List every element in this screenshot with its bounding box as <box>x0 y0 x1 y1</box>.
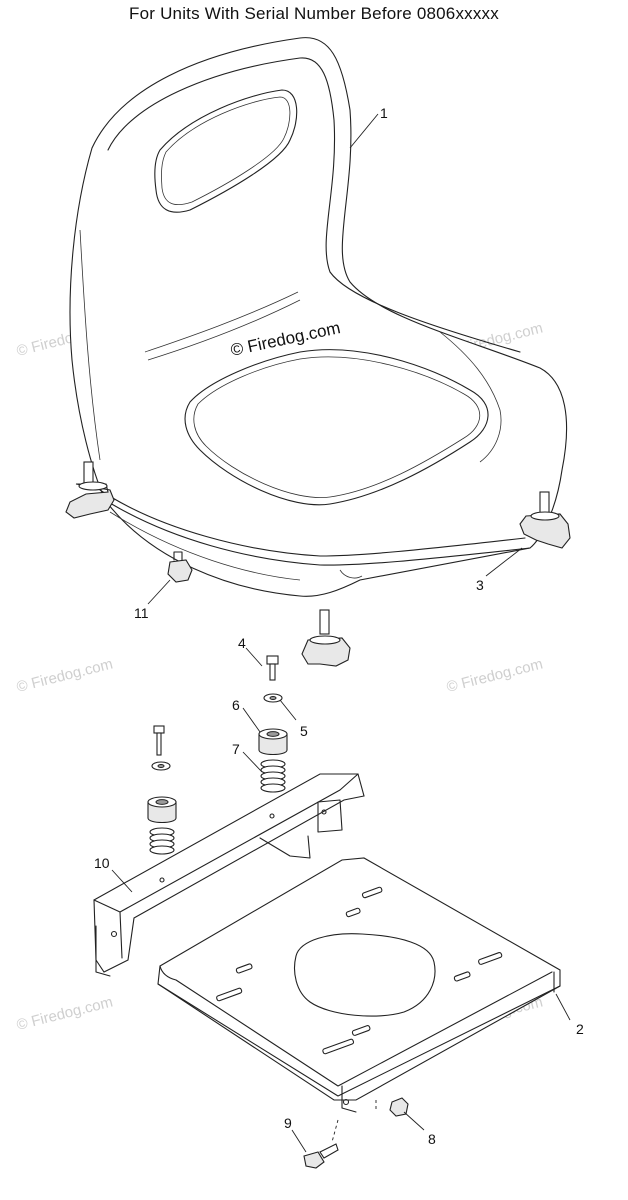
washer <box>151 761 171 771</box>
callout-3: 3 <box>476 577 484 593</box>
nut <box>375 1097 409 1117</box>
bushing <box>258 728 288 756</box>
seat-knob <box>519 491 571 549</box>
clip <box>167 551 193 583</box>
callout-10: 10 <box>94 855 110 871</box>
bolt-flange <box>303 1119 339 1169</box>
page-title: For Units With Serial Number Before 0806… <box>129 4 499 23</box>
watermark-faint: © Firedog.com <box>445 656 545 696</box>
bushing <box>147 796 177 824</box>
seat-knob <box>65 461 115 519</box>
callout-4: 4 <box>238 635 246 651</box>
seat <box>69 37 568 597</box>
watermark-faint: © Firedog.com <box>15 994 115 1034</box>
bolt <box>153 725 165 756</box>
callout-9: 9 <box>284 1115 292 1131</box>
leader-lines <box>111 113 571 1153</box>
callouts: 1 2 3 4 5 6 7 8 9 10 11 <box>94 105 584 1147</box>
callout-2: 2 <box>576 1021 584 1037</box>
callout-11: 11 <box>134 605 149 621</box>
callout-7: 7 <box>232 741 240 757</box>
washer <box>263 693 283 703</box>
callout-5: 5 <box>300 723 308 739</box>
seat-base-plate <box>157 857 561 1113</box>
callout-6: 6 <box>232 697 240 713</box>
spring <box>149 827 175 855</box>
seat-knob <box>301 609 351 667</box>
callout-1: 1 <box>380 105 388 121</box>
support-bracket <box>93 773 365 977</box>
spring <box>260 759 286 793</box>
callout-8: 8 <box>428 1131 436 1147</box>
watermark-faint: © Firedog.com <box>15 656 115 696</box>
bolt <box>266 655 279 681</box>
